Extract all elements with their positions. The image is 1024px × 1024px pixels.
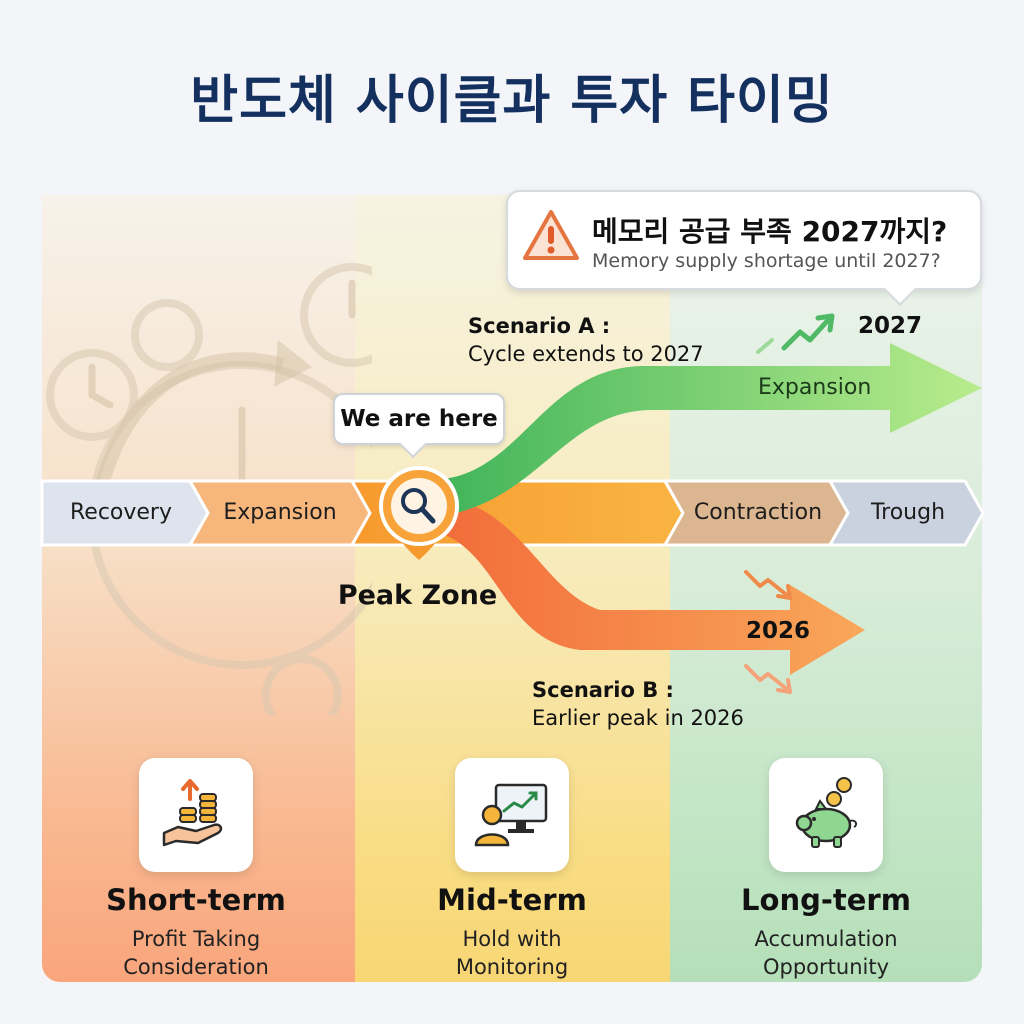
scenario-b-year: 2026 bbox=[746, 618, 810, 644]
stage-trough-label: Trough bbox=[848, 500, 968, 525]
stage-contraction-label: Contraction bbox=[683, 500, 833, 525]
mid-term-title: Mid-term bbox=[382, 883, 642, 917]
peak-zone-label: Peak Zone bbox=[330, 580, 505, 611]
scenario-b-description: Earlier peak in 2026 bbox=[532, 704, 744, 732]
long-term-title: Long-term bbox=[696, 883, 956, 917]
short-term-card bbox=[139, 758, 253, 872]
uptrend-icon bbox=[758, 316, 832, 352]
mid-term-card bbox=[455, 758, 569, 872]
scenario-a-year: 2027 bbox=[858, 313, 922, 339]
short-term-title: Short-term bbox=[66, 883, 326, 917]
we-are-here-bubble: We are here bbox=[333, 393, 505, 445]
we-are-here-text: We are here bbox=[340, 406, 498, 432]
long-term-card bbox=[769, 758, 883, 872]
stage-recovery-label: Recovery bbox=[52, 500, 190, 525]
hand-coins-icon bbox=[156, 775, 236, 855]
piggy-bank-icon bbox=[786, 775, 866, 855]
monitor-chart-icon bbox=[472, 775, 552, 855]
scenario-a-arrow-label: Expansion bbox=[758, 375, 871, 400]
scenario-a-text: Scenario A : Cycle extends to 2027 bbox=[468, 312, 704, 368]
stage-expansion-label: Expansion bbox=[208, 500, 352, 525]
scenario-a-heading: Scenario A : bbox=[468, 312, 704, 340]
scenario-b-heading: Scenario B : bbox=[532, 676, 744, 704]
scenario-a-description: Cycle extends to 2027 bbox=[468, 340, 704, 368]
scenario-b-text: Scenario B : Earlier peak in 2026 bbox=[532, 676, 744, 732]
